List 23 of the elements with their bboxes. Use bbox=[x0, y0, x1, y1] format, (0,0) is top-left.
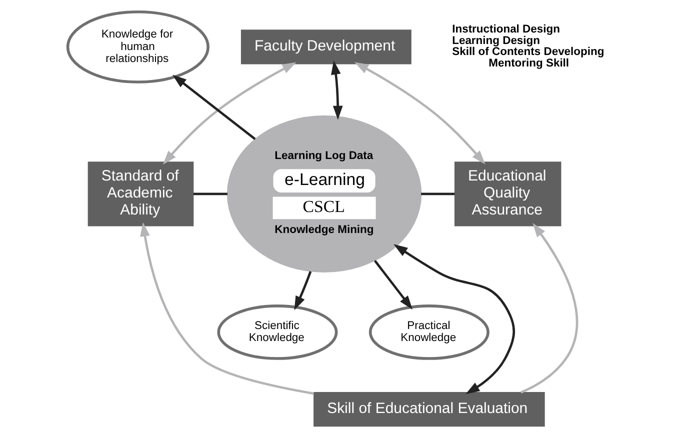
node-box: Standard of Academic Ability bbox=[88, 162, 194, 226]
connector bbox=[193, 192, 228, 196]
node-ellipse: Knowledge for human relationships bbox=[66, 10, 210, 84]
arrow bbox=[294, 271, 312, 310]
node-box: Educational Quality Assurance bbox=[454, 162, 562, 226]
node-box: Skill of Educational Evaluation bbox=[314, 392, 545, 427]
arrow bbox=[172, 74, 256, 140]
connector bbox=[421, 192, 455, 196]
node-ellipse: Practical Knowledge bbox=[368, 304, 490, 360]
label: Skill of Contents Developing bbox=[452, 46, 604, 58]
label: Mentoring Skill bbox=[488, 57, 570, 70]
arrow bbox=[331, 60, 343, 120]
arrow bbox=[140, 222, 314, 395]
node-ellipse: Scientific Knowledge bbox=[217, 304, 338, 360]
arrow bbox=[520, 222, 578, 394]
node-ellipse: Learning Log Data e-Learning CSCL Knowledge Mining bbox=[226, 115, 422, 272]
arrow bbox=[374, 260, 413, 310]
arrow bbox=[394, 244, 515, 394]
label: Learning Design bbox=[452, 34, 540, 47]
label: Instructional Design bbox=[452, 24, 560, 36]
arrow bbox=[354, 62, 486, 164]
node-box: Faculty Development bbox=[240, 30, 412, 64]
arrow bbox=[162, 62, 296, 165]
